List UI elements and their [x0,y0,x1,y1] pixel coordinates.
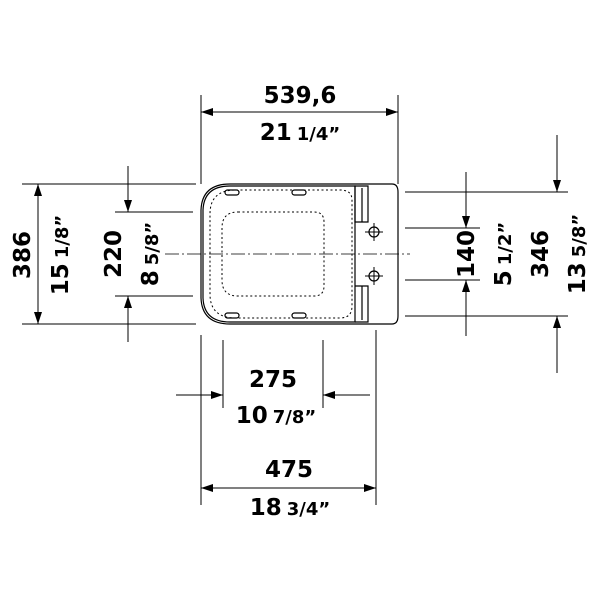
dim-back-width: 346 135/8” [528,135,591,373]
dim-bowl-width: 220 85/8” [101,166,164,342]
center-spacing-mm: 275 [249,367,297,393]
fixing-distance-mm: 140 [454,230,480,278]
dim-overall-width: 386 151/8” [10,184,74,324]
seat-length-mm: 475 [265,457,313,483]
bowl-width-inch: 85/8” [138,222,164,286]
bowl-width-mm: 220 [101,230,127,278]
fixing-distance-inch: 51/2” [491,222,517,286]
fixing-point-lower [365,267,383,285]
toilet-outline [200,183,399,325]
overall-width-inch: 151/8” [48,215,74,295]
dim-fixing-distance: 140 51/2” [454,172,517,336]
back-width-mm: 346 [528,230,554,278]
extension-lines [22,95,568,505]
back-width-inch: 135/8” [565,214,591,294]
overall-length-mm: 539,6 [264,83,337,109]
overall-width-mm: 386 [10,231,36,279]
fixing-point-upper [365,223,383,241]
